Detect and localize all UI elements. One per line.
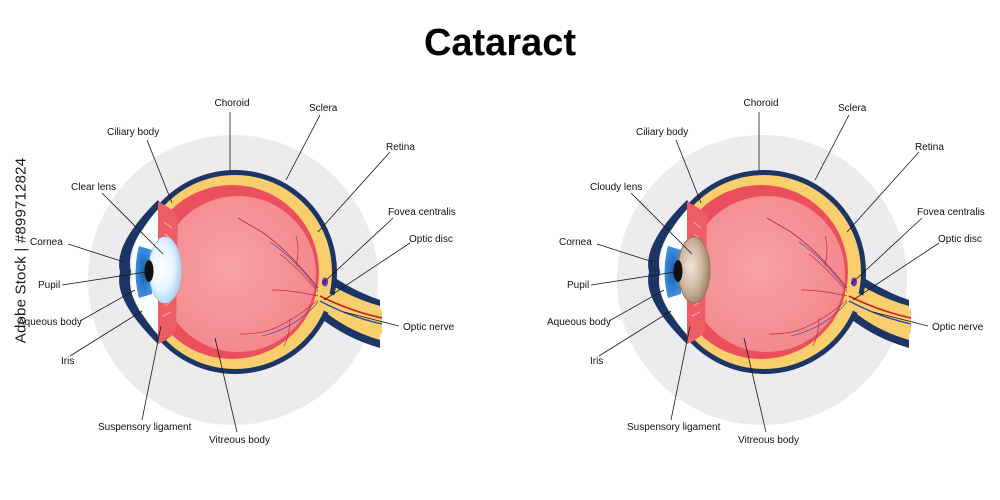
left-label-choroid: Choroid bbox=[214, 98, 249, 109]
right-label-pupil: Pupil bbox=[567, 280, 589, 291]
right-label-retina: Retina bbox=[915, 142, 944, 153]
left-label-retina: Retina bbox=[386, 142, 415, 153]
cloudy-lens-shape bbox=[677, 236, 711, 304]
right-label-iris: Iris bbox=[590, 356, 603, 367]
left-eye-diagram: Choroid Sclera Ciliary body Retina Clear… bbox=[18, 98, 456, 446]
right-label-ciliary-body: Ciliary body bbox=[636, 127, 688, 138]
right-label-optic-nerve: Optic nerve bbox=[932, 322, 984, 333]
right-label-cornea: Cornea bbox=[559, 237, 592, 248]
left-label-aqueous-body: Aqueous body bbox=[18, 317, 82, 328]
right-label-vitreous-body: Vitreous body bbox=[738, 435, 799, 446]
left-label-cornea: Cornea bbox=[30, 237, 63, 248]
stock-credit-watermark: Adobe Stock | #899712824 bbox=[0, 0, 42, 500]
left-label-optic-nerve: Optic nerve bbox=[403, 322, 455, 333]
left-label-optic-disc: Optic disc bbox=[409, 234, 453, 245]
left-label-suspensory-ligament: Suspensory ligament bbox=[98, 422, 192, 433]
pupil-shape bbox=[673, 260, 683, 282]
left-label-ciliary-body: Ciliary body bbox=[107, 127, 159, 138]
right-label-suspensory-ligament: Suspensory ligament bbox=[627, 422, 721, 433]
left-label-iris: Iris bbox=[61, 356, 74, 367]
pupil-shape bbox=[144, 260, 154, 282]
right-eye-diagram: Choroid Sclera Ciliary body Retina Cloud… bbox=[547, 98, 985, 446]
left-label-sclera: Sclera bbox=[309, 103, 338, 114]
left-label-pupil: Pupil bbox=[38, 280, 60, 291]
clear-lens-shape bbox=[148, 236, 182, 304]
right-label-optic-disc: Optic disc bbox=[938, 234, 982, 245]
right-label-aqueous-body: Aqueous body bbox=[547, 317, 611, 328]
stock-credit-text: Adobe Stock | #899712824 bbox=[12, 157, 30, 343]
left-label-vitreous-body: Vitreous body bbox=[209, 435, 270, 446]
left-label-fovea-centralis: Fovea centralis bbox=[388, 207, 456, 218]
right-label-fovea-centralis: Fovea centralis bbox=[917, 207, 985, 218]
page-title: Cataract bbox=[424, 22, 576, 64]
right-label-sclera: Sclera bbox=[838, 103, 867, 114]
left-label-lens: Clear lens bbox=[71, 182, 116, 193]
right-label-choroid: Choroid bbox=[743, 98, 778, 109]
right-label-lens: Cloudy lens bbox=[590, 182, 642, 193]
